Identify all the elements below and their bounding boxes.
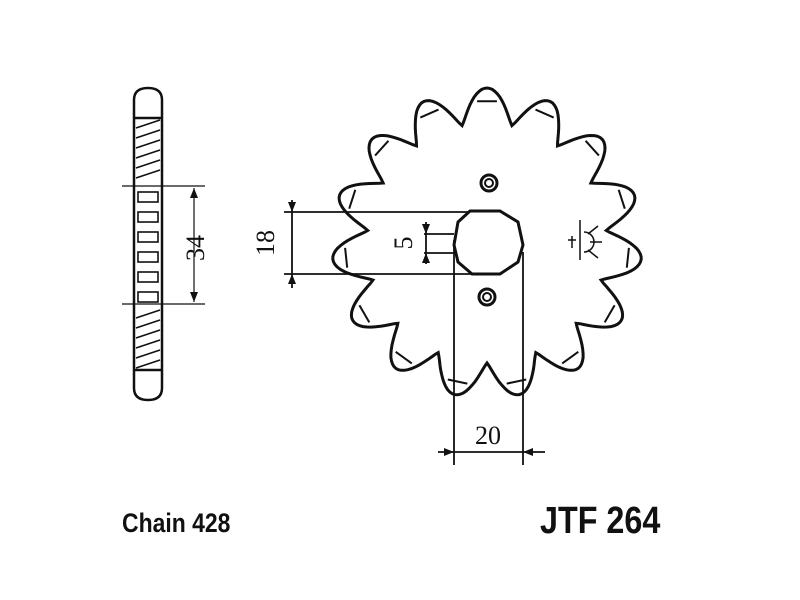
sprocket-side-view	[122, 86, 205, 402]
tooth-tip	[374, 140, 390, 157]
tooth-tip	[625, 247, 630, 268]
part-number: JTF 264	[540, 500, 661, 542]
thickness-dimension: 34	[181, 235, 210, 261]
hub-width-dimension: 20	[475, 421, 501, 450]
tooth-tip	[603, 304, 616, 323]
keyway-dimension: 5	[389, 237, 418, 250]
tooth-tip	[561, 350, 579, 365]
splined-hub	[452, 209, 525, 276]
tooth-tip	[535, 108, 555, 119]
tooth-tip	[617, 189, 626, 210]
tooth-tip	[447, 378, 468, 385]
sprocket-front-view	[331, 86, 643, 397]
tooth-tip	[419, 108, 439, 119]
sprocket-teeth-outline	[331, 86, 643, 397]
tooth-tip	[348, 189, 357, 210]
surface-finish-icon	[568, 220, 602, 260]
hub-height-dimension: 18	[251, 230, 280, 256]
tooth-tip	[584, 140, 600, 157]
tooth-tip	[395, 350, 413, 365]
tooth-tip	[358, 304, 371, 323]
bolt-hole-top	[479, 173, 499, 193]
chain-label: Chain 428	[122, 508, 231, 538]
bolt-hole-bottom	[477, 287, 497, 307]
tooth-tip	[344, 247, 349, 268]
